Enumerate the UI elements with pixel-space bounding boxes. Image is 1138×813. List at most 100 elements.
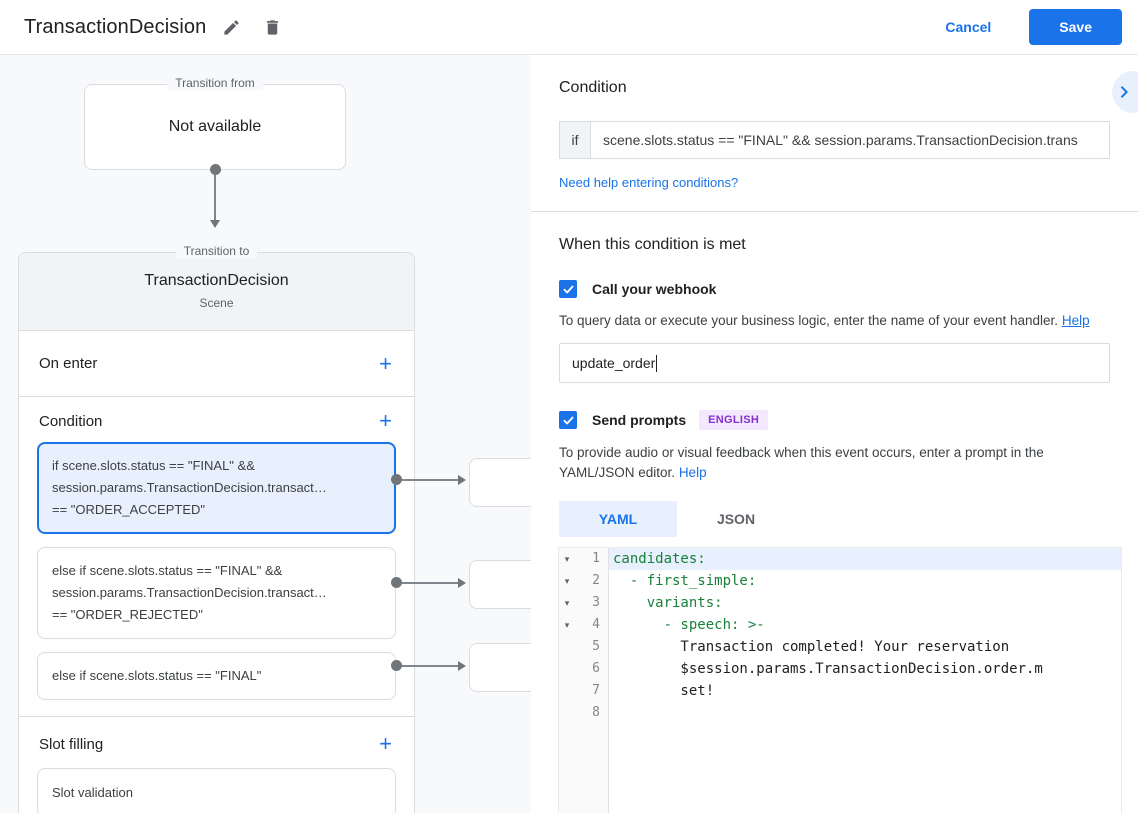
editor-row: ▾ 3 variants:: [559, 592, 1121, 614]
code-line[interactable]: Transaction completed! Your reservation: [613, 639, 1010, 655]
transition-from-box: Transition from Not available: [84, 76, 346, 170]
transition-from-legend: Transition from: [167, 76, 263, 90]
code-line[interactable]: - speech: >-: [613, 617, 765, 633]
editor-row: 5 Transaction completed! Your reservatio…: [559, 636, 1121, 658]
scene-name: TransactionDecision: [144, 272, 289, 289]
editor-row: 8: [559, 702, 1121, 724]
when-met-section: When this condition is met Call your web…: [531, 212, 1138, 537]
on-enter-label: On enter: [39, 355, 98, 372]
line-number: 4: [592, 617, 600, 632]
transition-target-box[interactable]: [469, 643, 531, 692]
arrow-down-icon: [210, 220, 220, 228]
event-handler-input[interactable]: update_order: [559, 343, 1110, 383]
fold-icon[interactable]: ▾: [564, 576, 570, 586]
cancel-button[interactable]: Cancel: [925, 10, 1011, 44]
tab-json[interactable]: JSON: [716, 511, 756, 527]
connector-dot[interactable]: [391, 577, 402, 588]
line-number: 8: [592, 705, 600, 720]
collapse-panel-button[interactable]: [1112, 71, 1138, 113]
line-number: 6: [592, 661, 600, 676]
language-badge: ENGLISH: [699, 410, 769, 430]
prompts-label: Send prompts: [592, 412, 687, 428]
line-number: 1: [592, 551, 600, 566]
add-on-enter-button[interactable]: +: [379, 350, 392, 376]
prompts-description-text: To provide audio or visual feedback when…: [559, 445, 1044, 480]
webhook-label: Call your webhook: [592, 281, 717, 297]
condition-expression-input[interactable]: scene.slots.status == "FINAL" && session…: [590, 121, 1110, 159]
code-line[interactable]: [609, 702, 1121, 724]
condition-header-section: Condition if scene.slots.status == "FINA…: [531, 55, 1138, 211]
yaml-editor[interactable]: ▾ 1 candidates: ▾ 2 - first_simple: ▾ 3 var…: [558, 547, 1122, 813]
scene-card: Transition to TransactionDecision Scene …: [18, 244, 415, 813]
section-divider: [531, 211, 1138, 212]
code-line[interactable]: candidates:: [609, 548, 1121, 570]
delete-button[interactable]: [257, 12, 288, 43]
condition-section-label: Condition: [39, 412, 103, 430]
connector-dot[interactable]: [391, 660, 402, 671]
line-number: 2: [592, 573, 600, 588]
webhook-help-link[interactable]: Help: [1061, 313, 1090, 328]
add-slot-button[interactable]: +: [379, 731, 392, 756]
prompts-description: To provide audio or visual feedback when…: [559, 443, 1110, 483]
arrow-right-icon: [458, 578, 466, 588]
condition-line: session.params.TransactionDecision.trans…: [52, 585, 327, 600]
editor-row: 7 set!: [559, 680, 1121, 702]
editor-row: ▾ 4 - speech: >-: [559, 614, 1121, 636]
connector-line: [402, 582, 458, 584]
arrow-right-icon: [458, 475, 466, 485]
condition-card-rejected[interactable]: else if scene.slots.status == "FINAL" &&…: [37, 547, 396, 639]
chevron-right-icon: [1116, 84, 1132, 100]
prompts-checkbox[interactable]: [559, 411, 577, 429]
save-button[interactable]: Save: [1029, 9, 1122, 45]
trash-icon: [263, 18, 282, 37]
when-met-title: When this condition is met: [559, 236, 746, 253]
condition-line: else if scene.slots.status == "FINAL" &&: [52, 563, 283, 578]
connector-dot[interactable]: [210, 164, 221, 175]
event-handler-value: update_order: [572, 355, 656, 371]
topbar: TransactionDecision Cancel Save: [0, 0, 1138, 55]
editor-row: ▾ 1 candidates:: [559, 548, 1121, 570]
condition-card-final[interactable]: else if scene.slots.status == "FINAL": [37, 652, 396, 700]
on-enter-section: On enter +: [19, 331, 414, 397]
connector-line: [402, 479, 458, 481]
webhook-description-text: To query data or execute your business l…: [559, 313, 1059, 328]
connector-line: [214, 175, 216, 220]
editor-tabs: YAML JSON: [559, 501, 1110, 537]
transition-target-box[interactable]: [469, 560, 531, 609]
code-line[interactable]: set!: [613, 683, 715, 699]
line-number: 7: [592, 683, 600, 698]
transition-target-box[interactable]: [469, 458, 531, 507]
editor-row: 6 $session.params.TransactionDecision.or…: [559, 658, 1121, 680]
condition-line: session.params.TransactionDecision.trans…: [52, 480, 327, 495]
editor-row: ▾ 2 - first_simple:: [559, 570, 1121, 592]
add-condition-button[interactable]: +: [379, 408, 392, 433]
condition-section: Condition + if scene.slots.status == "FI…: [19, 397, 414, 717]
slot-filling-label: Slot filling: [39, 735, 104, 753]
if-prefix: if: [559, 121, 591, 159]
connector-dot[interactable]: [391, 474, 402, 485]
connector-line: [402, 665, 458, 667]
slot-validation-card[interactable]: Slot validation: [37, 768, 396, 813]
arrow-right-icon: [458, 661, 466, 671]
check-icon: [562, 283, 575, 296]
code-line[interactable]: variants:: [613, 595, 723, 611]
fold-icon[interactable]: ▾: [564, 620, 570, 630]
fold-icon[interactable]: ▾: [564, 554, 570, 564]
slot-filling-section: Slot filling + Slot validation: [19, 717, 414, 813]
code-line[interactable]: $session.params.TransactionDecision.orde…: [613, 661, 1043, 677]
transition-to-legend: Transition to: [175, 244, 258, 258]
prompts-help-link[interactable]: Help: [678, 465, 707, 480]
fold-icon[interactable]: ▾: [564, 598, 570, 608]
condition-editor-panel: Condition if scene.slots.status == "FINA…: [531, 55, 1138, 813]
scene-type: Scene: [199, 296, 234, 310]
condition-line: == "ORDER_REJECTED": [52, 607, 203, 622]
webhook-checkbox[interactable]: [559, 280, 577, 298]
line-number: 3: [592, 595, 600, 610]
page-title: TransactionDecision: [24, 15, 207, 38]
code-line[interactable]: - first_simple:: [613, 573, 757, 589]
conditions-help-link[interactable]: Need help entering conditions?: [559, 175, 739, 190]
rename-button[interactable]: [216, 12, 247, 43]
condition-line: if scene.slots.status == "FINAL" &&: [52, 458, 255, 473]
condition-card-accepted[interactable]: if scene.slots.status == "FINAL" && sess…: [37, 442, 396, 534]
tab-yaml[interactable]: YAML: [559, 501, 677, 537]
